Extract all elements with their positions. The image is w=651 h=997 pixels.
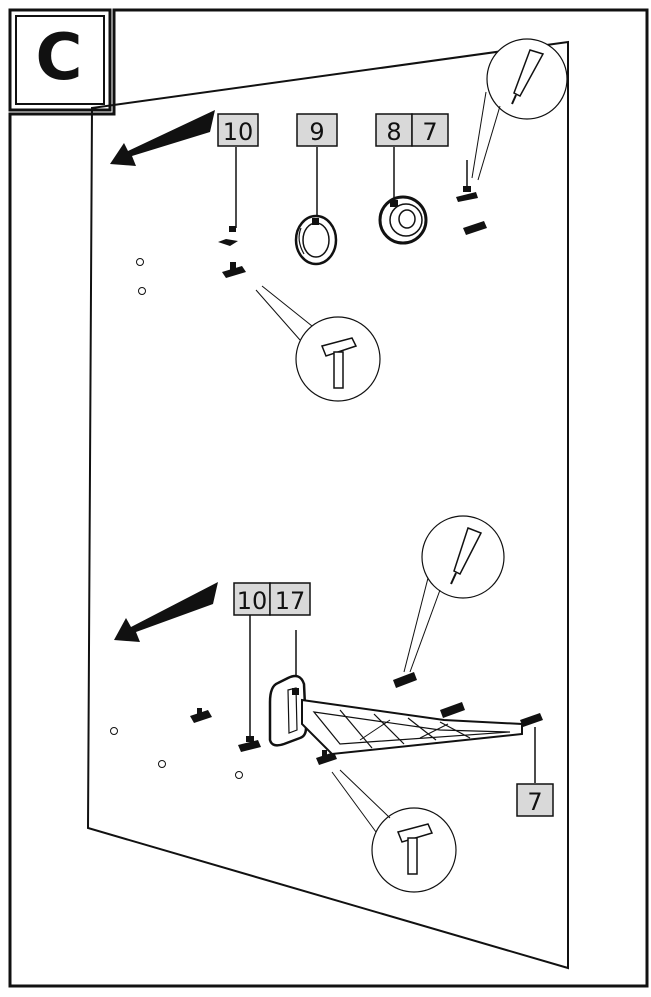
hammer-icon [396, 823, 434, 875]
svg-text:10: 10 [237, 587, 268, 615]
svg-text:10: 10 [223, 118, 254, 146]
wall-screw-upper [218, 226, 238, 246]
wall-hole [136, 258, 144, 266]
step-box [8, 8, 112, 112]
hammer-icon [320, 337, 358, 389]
label-box-lower-screw: 10 [233, 582, 271, 616]
wall-hole [158, 760, 166, 768]
svg-text:17: 17 [275, 587, 306, 615]
svg-text:9: 9 [309, 118, 324, 146]
svg-text:7: 7 [422, 118, 437, 146]
bolt-lower-a [393, 672, 417, 688]
cap-part [378, 195, 428, 245]
wall-plug-upper [222, 262, 246, 278]
screwdriver-icon [450, 527, 483, 585]
screwdriver-icon [511, 49, 545, 105]
bolt-lower-b [440, 702, 465, 718]
wall-hole [138, 287, 146, 295]
svg-text:7: 7 [527, 788, 542, 816]
label-box-upper-cap-b: 7 [411, 113, 449, 147]
label-box-upper-cap-a: 8 [375, 113, 413, 147]
step-box-inner [15, 15, 105, 105]
wall-plug-lower-b [316, 750, 337, 765]
callout-screwdriver-upper [471, 38, 568, 181]
direction-arrow-lower [114, 582, 218, 642]
ring-part [294, 214, 338, 266]
callout-screwdriver-lower [403, 515, 505, 673]
bolt-upper-b [463, 221, 487, 235]
wall-plug-lower-a [190, 708, 212, 723]
outer-frame [8, 8, 649, 988]
wall-hole [110, 727, 118, 735]
callout-hammer-upper [255, 285, 381, 402]
svg-text:8: 8 [386, 118, 401, 146]
wall-hole [235, 771, 243, 779]
label-box-lower-part: 17 [269, 582, 311, 616]
bolt-lower-c [520, 713, 543, 727]
bolt-upper-a [456, 186, 478, 202]
wall-screw-lower [238, 736, 261, 752]
label-box-upper-ring: 9 [296, 113, 338, 147]
wall-panel [86, 40, 569, 970]
callout-hammer-lower [331, 769, 457, 893]
label-box-upper-screw: 10 [217, 113, 259, 147]
label-box-lower-bolt: 7 [516, 783, 554, 817]
direction-arrow-upper [110, 110, 215, 166]
bracket-part [268, 674, 523, 756]
